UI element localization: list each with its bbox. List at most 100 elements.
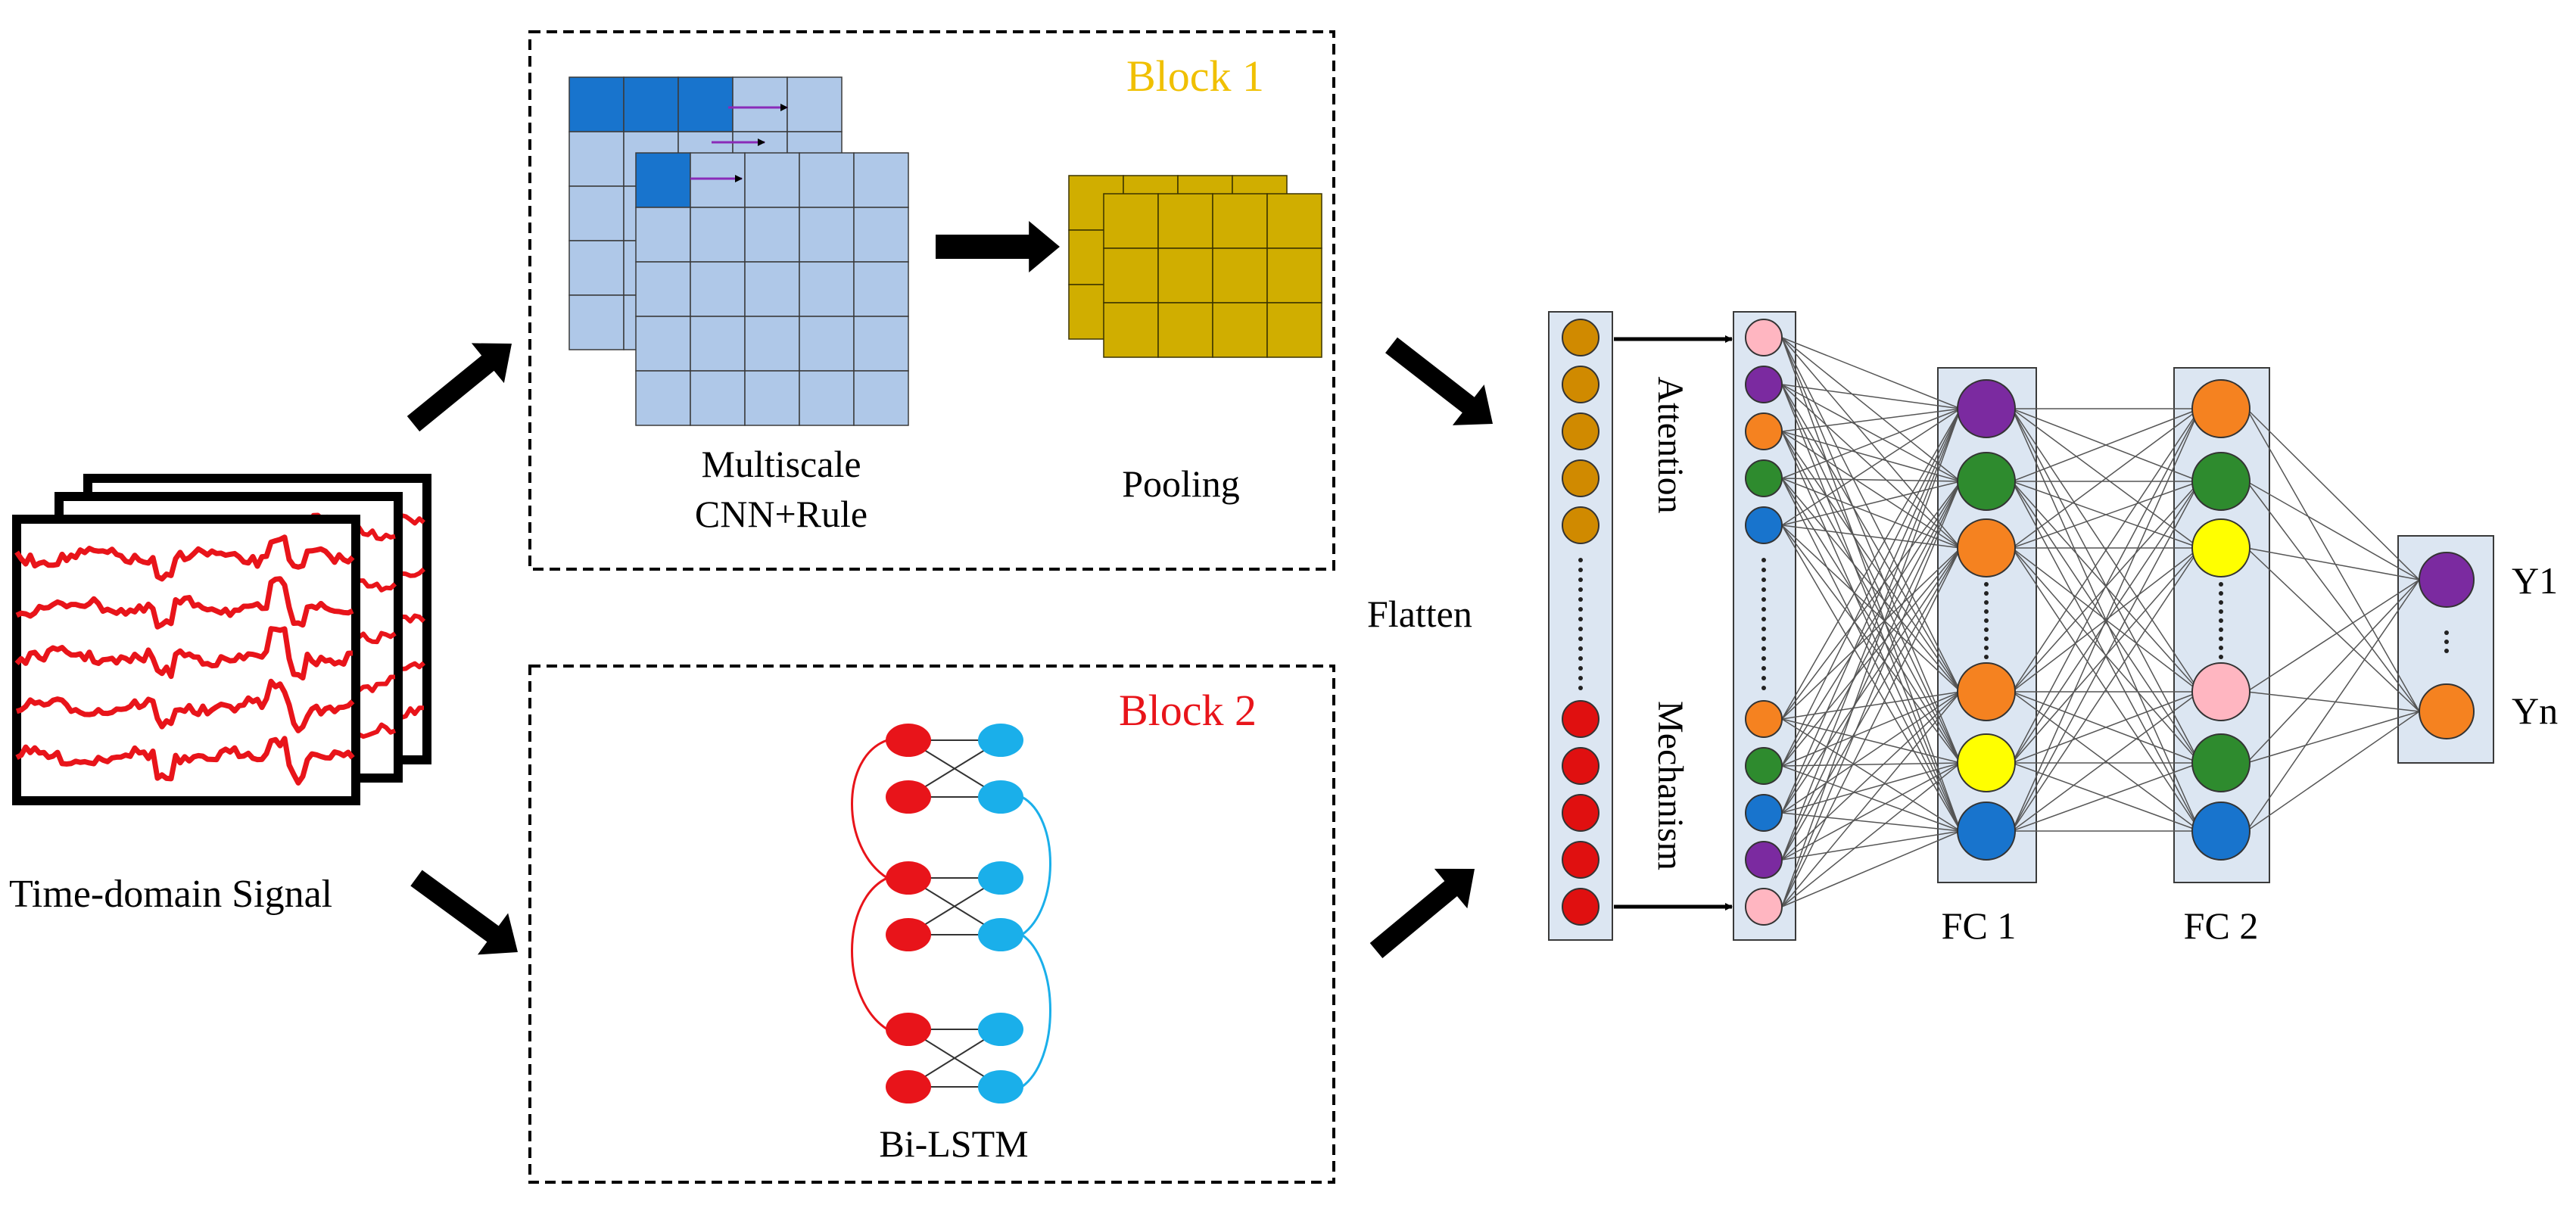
cnn-cell [799,207,855,263]
neuron [2191,733,2250,792]
cnn-cell [799,152,855,208]
cnn-cell [635,370,691,426]
dotted-ellipsis [2444,649,2449,653]
dotted-ellipsis [1578,686,1583,690]
dotted-ellipsis [2444,640,2449,644]
dotted-ellipsis [1578,587,1583,592]
dense-edge [2246,579,2420,693]
dense-edge [1781,547,1961,907]
pool-cell [1266,193,1322,249]
dense-edge [1781,691,1961,814]
flow-arrows [406,221,1493,958]
output-y1-label: Y1 [2512,559,2559,602]
neuron [2191,452,2250,511]
neuron [1957,662,2016,721]
dense-edge [2011,481,2201,764]
dotted-ellipsis [1761,607,1766,612]
dense-edge [1781,337,1961,409]
layer-panel [1733,311,1796,941]
lstm-forward-node [978,724,1023,757]
dotted-ellipsis [1761,568,1766,572]
dense-edge [1781,691,1961,907]
dotted-ellipsis [2219,600,2223,605]
dotted-ellipsis [1984,591,1989,596]
output-yn-label: Yn [2512,689,2559,732]
cnn-cell [690,152,746,208]
pool-cell [1212,247,1268,304]
dense-edge [1781,337,1961,482]
dotted-ellipsis [1761,646,1766,651]
cnn-label-line2: CNN+Rule [694,493,868,535]
dotted-ellipsis [2444,630,2449,635]
neuron [1562,319,1599,356]
dense-edge [1781,547,1961,814]
dense-edge [1781,408,1961,767]
lstm-backward-link [851,876,888,1031]
dense-edge [2011,762,2201,832]
pooling-grids [1068,175,1322,358]
dense-edge [1781,691,1961,720]
neuron [1562,366,1599,403]
neuron [2191,802,2250,861]
cnn-cell [799,261,855,317]
cnn-label-line1: Multiscale [701,443,861,485]
neuron [2191,662,2250,721]
dense-edge [1781,478,1961,832]
dense-edge [1781,830,1961,907]
neuron [2419,552,2475,608]
dotted-ellipsis [1578,607,1583,612]
pooling-label: Pooling [1122,462,1240,505]
neuron [1745,412,1783,450]
neuron [2191,379,2250,438]
lstm-backward-node [886,918,931,951]
dotted-ellipsis [2219,637,2223,641]
pool-cell [1212,302,1268,358]
multiscale-cnn-grids [568,76,909,426]
dense-edge [1781,478,1961,693]
dotted-ellipsis [1578,637,1583,641]
dotted-ellipsis [1761,637,1766,641]
signal-trace [15,678,355,733]
dense-edge [1781,481,1961,861]
neuron [1745,506,1783,544]
neuron [1957,733,2016,792]
lstm-backward-link [851,739,888,879]
neuron [1562,794,1599,832]
dotted-ellipsis [1761,597,1766,602]
dotted-ellipsis [1578,577,1583,582]
dotted-ellipsis [1761,666,1766,671]
lstm-forward-link [1021,933,1051,1088]
pool-cell [1103,193,1159,249]
neuron [1745,700,1783,738]
neuron [1562,506,1599,544]
lstm-forward-node [978,1070,1023,1103]
bi-lstm-graph [851,724,1051,1103]
dotted-ellipsis [2219,582,2223,587]
dense-edge [2011,408,2201,482]
dense-edge [1781,525,1961,832]
cnn-cell [853,207,909,263]
cnn-cell [853,261,909,317]
dense-edge [2246,711,2420,764]
dotted-ellipsis [1984,646,1989,650]
dotted-ellipsis [1761,577,1766,582]
cnn-cell [690,261,746,317]
dense-edge [2011,691,2201,764]
neuron [1562,888,1599,926]
dense-edge [1781,762,1961,814]
dense-edge [1781,481,1961,720]
cnn-cell [635,316,691,372]
cnn-cell [853,316,909,372]
lstm-backward-node [886,1070,931,1103]
dense-edge [2011,481,2201,549]
cnn-cell [677,76,734,132]
dense-edge [1781,384,1961,409]
cnn-cell [623,76,679,132]
cnn-cell [690,370,746,426]
cnn-cell [635,152,691,208]
pool-cell [1266,302,1322,358]
block1-frame [528,30,1335,571]
dotted-ellipsis [1578,656,1583,661]
cnn-cell [690,316,746,372]
neuron [1562,459,1599,497]
